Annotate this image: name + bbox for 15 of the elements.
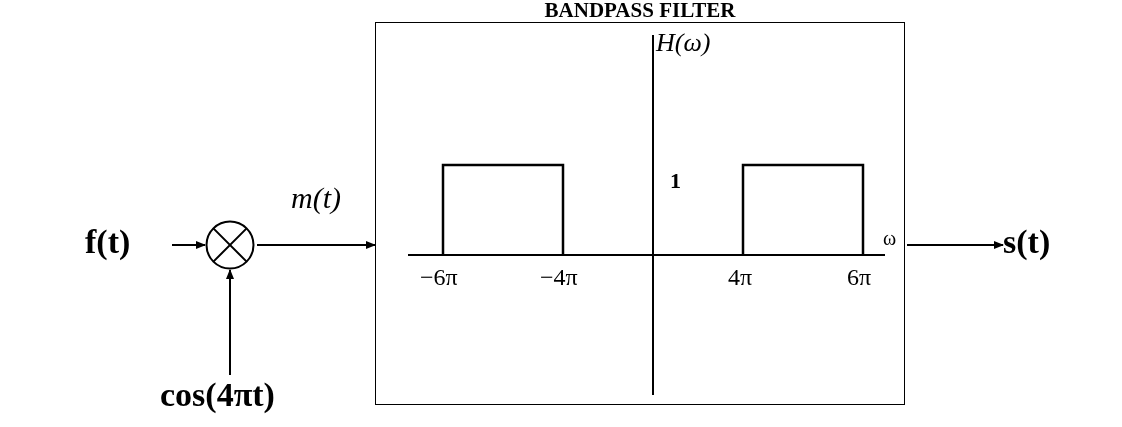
- arrow: [906, 241, 1004, 249]
- input-signal-label: f(t): [85, 225, 131, 259]
- amplitude-label: 1: [670, 170, 681, 192]
- frequency-tick-label: 6π: [847, 265, 872, 289]
- response-axis-label: H(ω): [656, 30, 711, 56]
- frequency-axis-label: ω: [883, 228, 897, 248]
- arrow: [256, 241, 376, 249]
- carrier-signal-label: cos(4πt): [160, 378, 275, 412]
- output-signal-label: s(t): [1003, 225, 1051, 259]
- frequency-tick-label: −4π: [540, 265, 578, 289]
- frequency-tick-label: −6π: [420, 265, 458, 289]
- block-title: BANDPASS FILTER: [543, 0, 737, 21]
- arrow: [171, 241, 206, 249]
- frequency-tick-label: 4π: [728, 265, 753, 289]
- arrow: [226, 269, 234, 376]
